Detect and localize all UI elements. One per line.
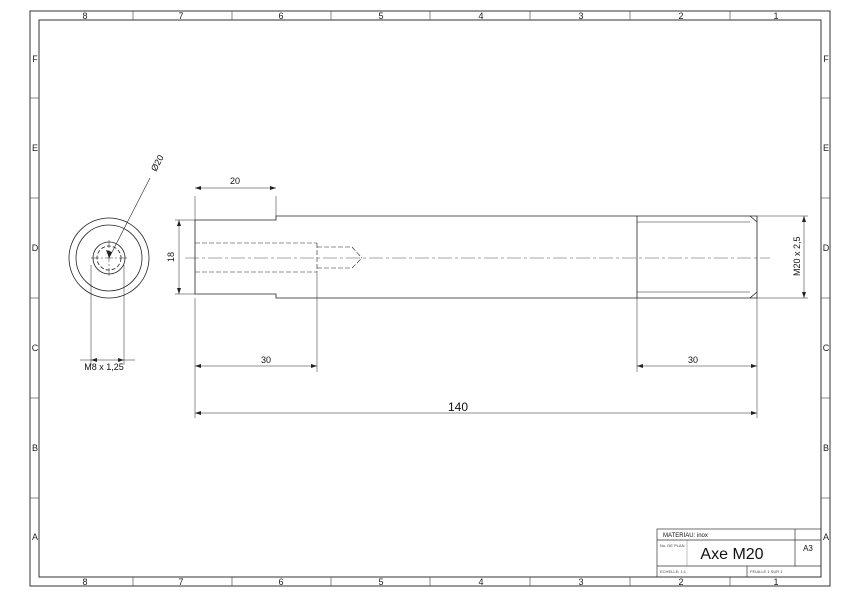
end-view [68, 177, 151, 365]
thread-small-label: M8 x 1,25 [84, 362, 124, 372]
title-block-scale: ECHELLE: 1:1 [660, 569, 687, 574]
dim-height-label: 18 [166, 252, 176, 262]
title-block-format: A3 [803, 544, 813, 553]
zone-right-C: C [823, 343, 830, 353]
zone-top-4: 4 [478, 11, 483, 21]
zone-bottom-1: 1 [773, 577, 778, 587]
outer-border [29, 10, 831, 587]
zone-top-5: 5 [378, 11, 383, 21]
inner-border [38, 19, 822, 578]
zone-left-A: A [32, 532, 38, 542]
dim-thread-large-label: M20 x 2,5 [792, 236, 802, 276]
zone-top-3: 3 [578, 11, 583, 21]
zone-bottom-7: 7 [178, 577, 183, 587]
diameter-label: Ø20 [149, 153, 166, 173]
zone-right-B: B [823, 443, 829, 453]
dim-shoulder [195, 186, 276, 190]
dim-thread-length-label: 30 [688, 355, 698, 365]
zone-left-C: C [32, 343, 39, 353]
dim-bore-label: 30 [261, 355, 271, 365]
zone-right-E: E [823, 143, 829, 153]
zone-bottom-2: 2 [678, 577, 683, 587]
zone-right-A: A [823, 532, 829, 542]
title-block-title: Axe M20 [700, 546, 763, 563]
title-block-sheet: FEUILLE 1 SUR 1 [750, 569, 783, 574]
dim-total [194, 372, 758, 418]
zone-right-F: F [823, 54, 829, 64]
zone-top-8: 8 [82, 11, 87, 21]
dim-bore [194, 272, 318, 372]
title-block [656, 528, 822, 578]
zone-bottom-4: 4 [478, 577, 483, 587]
zone-top-6: 6 [278, 11, 283, 21]
zone-left-D: D [32, 243, 39, 253]
zone-left-E: E [32, 143, 38, 153]
dim-thread-length [636, 298, 758, 372]
dim-total-label: 140 [448, 400, 468, 414]
zone-right-D: D [823, 243, 830, 253]
zone-bottom-6: 6 [278, 577, 283, 587]
zone-left-F: F [32, 54, 38, 64]
zone-top-7: 7 [178, 11, 183, 21]
zone-left-B: B [32, 443, 38, 453]
dim-height [175, 219, 195, 295]
dim-thread-large [757, 215, 808, 299]
zone-bottom-8: 8 [82, 577, 87, 587]
dim-shoulder-label: 20 [230, 176, 240, 186]
title-block-material: MATERIAU: inox [663, 533, 708, 539]
zone-top-2: 2 [678, 11, 683, 21]
zone-bottom-3: 3 [578, 577, 583, 587]
zone-bottom-5: 5 [378, 577, 383, 587]
title-block-drawing-no: No. DE PLAN [660, 543, 685, 548]
zone-top-1: 1 [773, 11, 778, 21]
side-view [185, 196, 770, 299]
zone-ticks [30, 11, 830, 586]
